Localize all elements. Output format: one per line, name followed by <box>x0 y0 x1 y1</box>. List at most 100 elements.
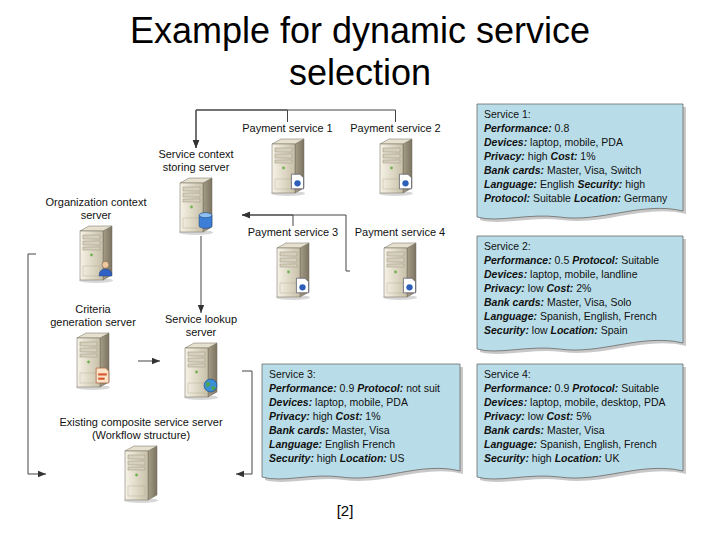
field-key: Security: <box>577 178 622 190</box>
server-tower <box>271 139 305 196</box>
field-value: Master, Visa, Solo <box>544 296 631 308</box>
field-value: low <box>529 324 551 336</box>
server-label: Payment service 2 <box>343 122 448 135</box>
connector <box>201 236 202 313</box>
server-label: Payment service 3 <box>243 226 343 239</box>
server-badge <box>291 174 303 189</box>
server-badge <box>99 261 112 276</box>
field-key: Protocol: <box>484 192 530 204</box>
server-badge <box>204 379 217 392</box>
callout-line: Performance: 0.8 <box>484 121 677 135</box>
slide-title: Example for dynamic service selection <box>80 10 640 94</box>
field-value: high <box>622 178 645 190</box>
field-value: Spain <box>598 324 628 336</box>
field-value: Service 1: <box>484 108 531 120</box>
field-value: Master, Visa, Switch <box>544 164 641 176</box>
field-value: 5% <box>573 410 591 422</box>
field-value: 0.9 <box>552 382 572 394</box>
field-value: US <box>387 452 405 464</box>
callout-line: Bank cards: Master, Visa <box>269 423 454 437</box>
server-label: Payment service 4 <box>350 226 450 239</box>
field-value: Suitable <box>530 192 574 204</box>
server-label: Payment service 1 <box>235 122 340 135</box>
callout-line: Service 3: <box>269 367 454 381</box>
field-value: Suitable <box>618 382 659 394</box>
callout-line: Privacy: low Cost: 5% <box>484 409 677 423</box>
field-key: Cost: <box>546 410 573 422</box>
callout-line: Devices: laptop, mobile, desktop, PDA <box>484 395 677 409</box>
field-key: Protocol: <box>357 382 403 394</box>
field-value: high <box>310 410 336 422</box>
callout-line: Language: Spanish, English, French <box>484 309 677 323</box>
field-key: Location: <box>340 452 387 464</box>
connector <box>138 361 160 362</box>
server-node: Criteria generation server <box>48 303 138 391</box>
server-node: Payment service 1 <box>235 122 340 197</box>
server-node: Existing composite service server (Workf… <box>46 416 236 504</box>
callout-line: Bank cards: Master, Visa <box>484 423 677 437</box>
callout-body <box>477 104 683 219</box>
field-key: Cost: <box>336 410 363 422</box>
field-key: Performance: <box>484 254 552 266</box>
field-key: Bank cards: <box>484 164 544 176</box>
server-icon <box>174 174 218 236</box>
callout-line: Security: low Location: Spain <box>484 323 677 337</box>
field-key: Location: <box>574 192 621 204</box>
server-tower <box>179 178 213 235</box>
callout-line: Devices: laptop, mobile, PDA <box>484 135 677 149</box>
field-key: Security: <box>269 452 314 464</box>
field-value: 2% <box>573 282 591 294</box>
server-tower <box>76 333 110 390</box>
server-badge <box>199 213 212 229</box>
server-node: Payment service 4 <box>350 226 450 301</box>
field-value: 0.5 <box>552 254 572 266</box>
field-key: Cost: <box>551 150 578 162</box>
server-icon <box>266 135 310 197</box>
field-value: laptop, mobile, PDA <box>527 136 623 148</box>
callout-line: Language: Spanish, English, French <box>484 437 677 451</box>
callout-line: Privacy: high Cost: 1% <box>484 149 677 163</box>
connector <box>236 371 252 474</box>
field-key: Privacy: <box>484 150 525 162</box>
field-key: Cost: <box>546 282 573 294</box>
callout-line: Bank cards: Master, Visa, Solo <box>484 295 677 309</box>
field-value: English French <box>322 438 395 450</box>
callout-line: Service 4: <box>484 367 677 381</box>
field-key: Privacy: <box>269 410 310 422</box>
field-value: English <box>537 178 577 190</box>
callout-line: Devices: laptop, mobile, PDA <box>269 395 454 409</box>
callout-line: Privacy: low Cost: 2% <box>484 281 677 295</box>
server-badge <box>96 368 109 383</box>
callout-body <box>477 364 683 479</box>
server-icon <box>374 135 418 197</box>
field-value: Germany <box>621 192 667 204</box>
server-badge <box>296 278 308 293</box>
server-badge <box>403 278 415 293</box>
field-value: high <box>314 452 340 464</box>
service-callout: Service 3:Performance: 0.9 Protocol: not… <box>262 364 460 481</box>
callout-body <box>477 236 683 351</box>
server-label: Existing composite service server (Workf… <box>46 416 236 442</box>
field-value: low <box>525 282 547 294</box>
server-icon <box>119 442 163 504</box>
field-value: low <box>525 410 547 422</box>
server-node: Payment service 3 <box>243 226 343 301</box>
field-value: 0.9 <box>337 382 357 394</box>
field-value: Service 4: <box>484 368 531 380</box>
field-key: Protocol: <box>572 254 618 266</box>
callout-body <box>262 364 460 479</box>
server-node: Organization context server <box>36 196 156 284</box>
field-key: Security: <box>484 452 529 464</box>
field-value: high <box>529 452 555 464</box>
reference-number: [2] <box>319 502 371 519</box>
server-label: Service context storing server <box>150 148 242 174</box>
callout-line: Security: high Location: UK <box>484 451 677 465</box>
field-key: Devices: <box>484 268 527 280</box>
field-key: Language: <box>484 438 537 450</box>
server-icon <box>378 239 422 301</box>
service-callout: Service 4:Performance: 0.9 Protocol: Sui… <box>477 364 683 481</box>
field-key: Devices: <box>269 396 312 408</box>
callout-line: Protocol: Suitable Location: Germany <box>484 191 677 205</box>
server-node: Service lookup server <box>160 313 242 401</box>
field-value: not suit <box>403 382 440 394</box>
